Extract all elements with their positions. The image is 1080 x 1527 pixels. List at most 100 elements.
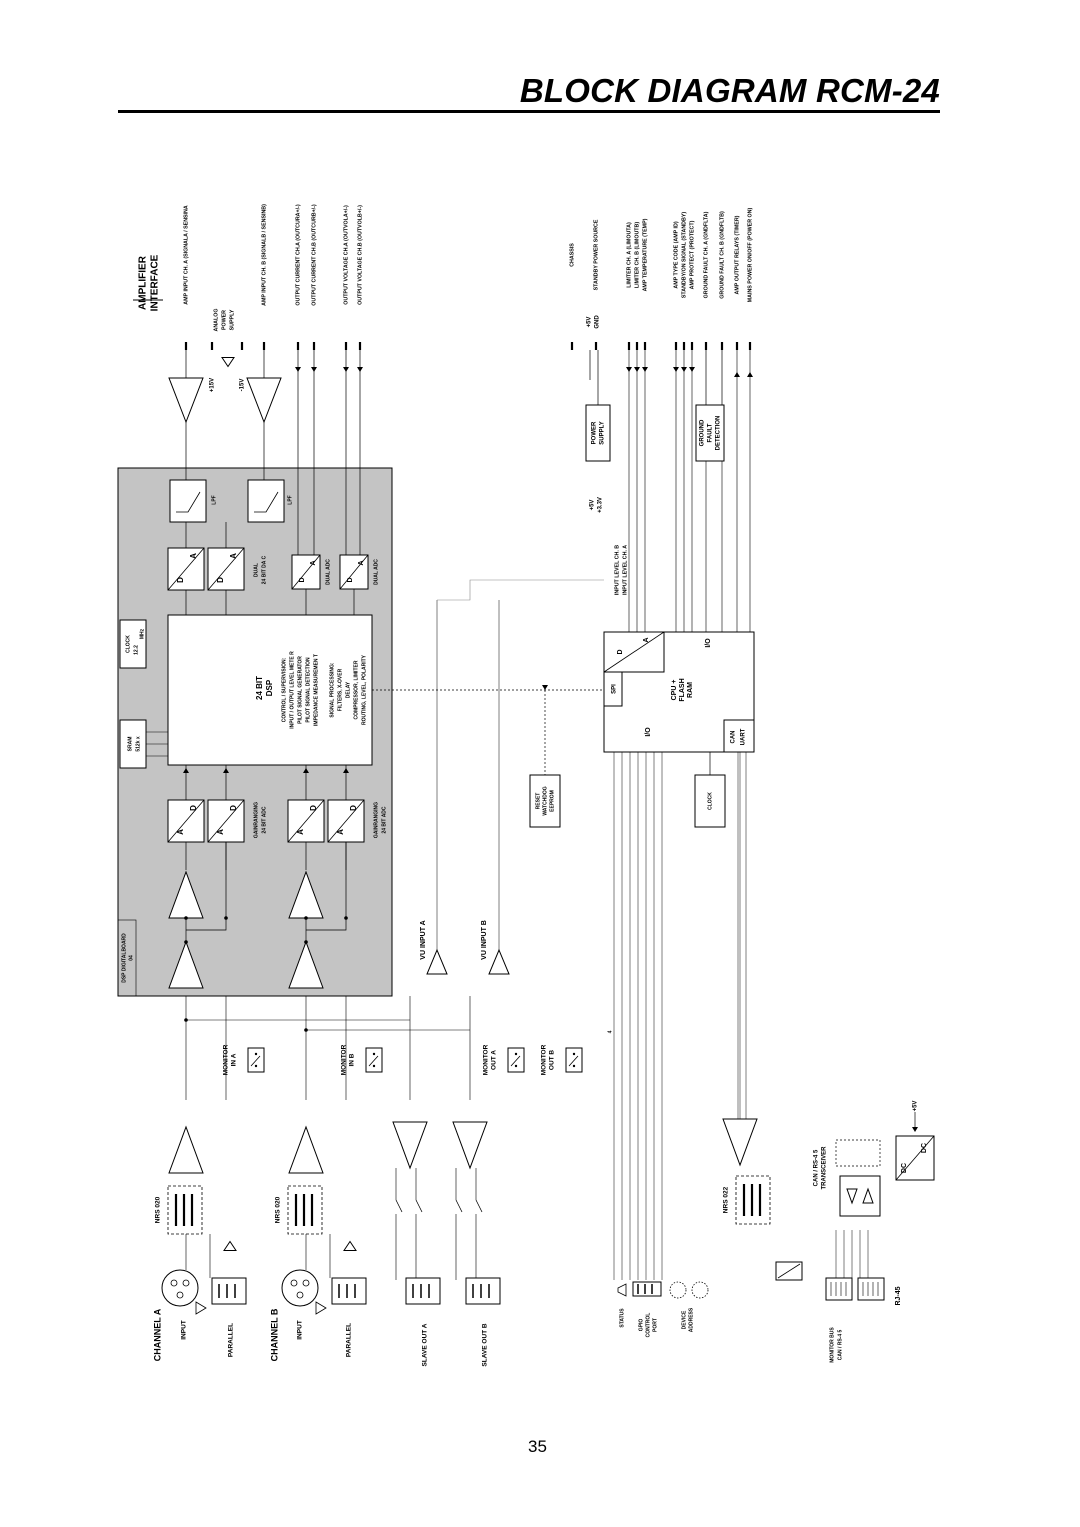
power-supply-box [585, 404, 611, 462]
converter-diagonal [167, 547, 205, 591]
amplifier-heading: AMPLIFIER [138, 255, 149, 310]
adc-d: D [229, 805, 238, 811]
dsp-board-label-box [117, 919, 137, 997]
switch-contact [514, 1052, 518, 1056]
amp-signal-label: LIMITER CH. B (LIMOUTB) [634, 222, 640, 288]
sense-arrow [295, 367, 301, 372]
slave-out-b-jack [465, 1277, 501, 1305]
amp-signal-label: AMP INPUT CH. A (SIGNALA / SENSINA [183, 205, 189, 305]
monitor-out-b-label: MONITOR [541, 1044, 548, 1075]
sram-label: SRAM [127, 737, 133, 752]
amp-signal-label: AMP OUTPUT RELAYS (TIMER) [734, 215, 740, 294]
lpf-box-b [247, 479, 285, 523]
can-transceiver [839, 1175, 881, 1217]
plus15-label: +15V [210, 378, 216, 392]
gpio-connector [632, 1281, 662, 1297]
device-address-dial-icon [669, 1281, 687, 1299]
adc-d: D [349, 805, 358, 811]
clock-12mhz-box [119, 619, 147, 669]
switch-contact [572, 1064, 576, 1068]
vu-wire [437, 579, 604, 601]
rj45-label: RJ-45 [895, 1286, 902, 1305]
channel-a-amp [168, 1125, 204, 1174]
input-amp-a-2 [168, 940, 204, 989]
dac-a-letter: A [189, 553, 198, 559]
xlr-pin [176, 1291, 184, 1299]
arrow [343, 768, 349, 773]
dsp-feature-line: FILTERS, X-OVER [337, 668, 343, 711]
lpf-label: LPF [287, 495, 293, 504]
dc-in-label: DC [901, 1163, 908, 1173]
lpf-label: LPF [211, 495, 217, 504]
dsp-feature-line: PILOT SIGNAL DETECTION [305, 657, 311, 723]
power-supply-label: SUPPLY [600, 421, 606, 444]
channel-a-parallel-jack [211, 1277, 247, 1305]
sram-box [119, 719, 147, 769]
converter-diagonal [603, 631, 665, 673]
slave-out-b-label: SLAVE OUT B [482, 1323, 489, 1367]
nrs-relay-b [287, 1185, 323, 1235]
transceiver-receiver [862, 1187, 874, 1204]
amp-signal-label: AMP TEMPERATURE (TEMP) [642, 218, 648, 291]
converter-diagonal [287, 799, 325, 843]
amp-signal-label: OUTPUT VOLTAGE CH.A (OUTVOLA+/-) [343, 205, 349, 305]
power-plus33-label: +3.3V [598, 497, 604, 513]
page-title: BLOCK DIAGRAM RCM-24 [519, 72, 940, 109]
arrow [673, 367, 679, 372]
dc-out-label: DC [921, 1143, 928, 1153]
slave-a-amp [392, 1121, 428, 1170]
spi-box [603, 671, 623, 707]
reset-label: WATCHDOG [542, 786, 548, 815]
dac-d: D [216, 577, 225, 583]
amp-signal-label: GROUND FAULT CH. A (GNDFLTA) [703, 211, 709, 298]
adc-d: D [309, 805, 318, 811]
gpio-label: CONTROL [645, 1313, 651, 1338]
dsp-feature-line: ROUTING, LEVEL, POLARITY [361, 654, 367, 725]
title-rule [118, 110, 940, 113]
dsp-title: DSP [265, 679, 274, 696]
sense-arrow [357, 367, 363, 372]
cpu-label: RAM [687, 682, 694, 698]
arrow [634, 367, 640, 372]
ground-symbol [343, 1240, 357, 1251]
dsp-feature-line: COMPRESSOR, LIMITER [353, 660, 359, 719]
dual-dac-label: DUAL [253, 563, 259, 577]
amp-signal-label: LIMITER CH. A (LIMOUTA) [626, 222, 632, 288]
device-address-label: DEVICE [681, 1310, 687, 1329]
channel-a-title: CHANNEL A [152, 1308, 162, 1361]
amp-signal-label: STANDBY/ON SIGNAL (STANDBY) [681, 212, 687, 298]
minus15-label: -15V [240, 379, 246, 392]
junction-dot [304, 916, 308, 920]
junction-dot [224, 916, 228, 920]
nrs-relay-c [735, 1175, 771, 1225]
sense-arrow [311, 367, 317, 372]
cpu-label: FLASH [679, 678, 686, 701]
cpu-clock-label: CLOCK [707, 792, 713, 810]
reset-label: RESET [535, 793, 541, 810]
amp-signal-label: STANDBY POWER SOURCE [593, 219, 599, 290]
switch-blade [475, 1199, 483, 1213]
nrs-relay-b-label: NRS 020 [275, 1196, 282, 1223]
amp-input-b-driver [246, 377, 282, 424]
transceiver-driver [846, 1188, 858, 1205]
channel-b-xlr-input [281, 1269, 319, 1307]
dsp-feature-line: SIGNAL PROCESSING: [329, 662, 335, 718]
monitor-in-b-label: MONITOR [341, 1044, 348, 1075]
dac-d: D [176, 577, 185, 583]
arrow [626, 367, 632, 372]
can-uart-box [723, 719, 755, 753]
gpio-label: PORT [652, 1318, 658, 1332]
device-address-label: ADDRESS [688, 1307, 694, 1332]
bus-width-label: 4 [607, 1030, 613, 1033]
xlr-pin [182, 1279, 190, 1287]
vu-input-b-label: VU INPUT B [481, 920, 488, 960]
adc-d: D [189, 805, 198, 811]
spi-label: SPI [612, 684, 618, 694]
page-number: 35 [528, 1437, 547, 1456]
input-level-b: INPUT LEVEL CH. B [614, 545, 620, 595]
switch-blade [455, 1199, 463, 1213]
sram-label: 512k x [135, 736, 141, 752]
xlr-pin [296, 1291, 304, 1299]
spi-arrow [542, 685, 548, 690]
rj45-jack-1 [825, 1277, 853, 1301]
